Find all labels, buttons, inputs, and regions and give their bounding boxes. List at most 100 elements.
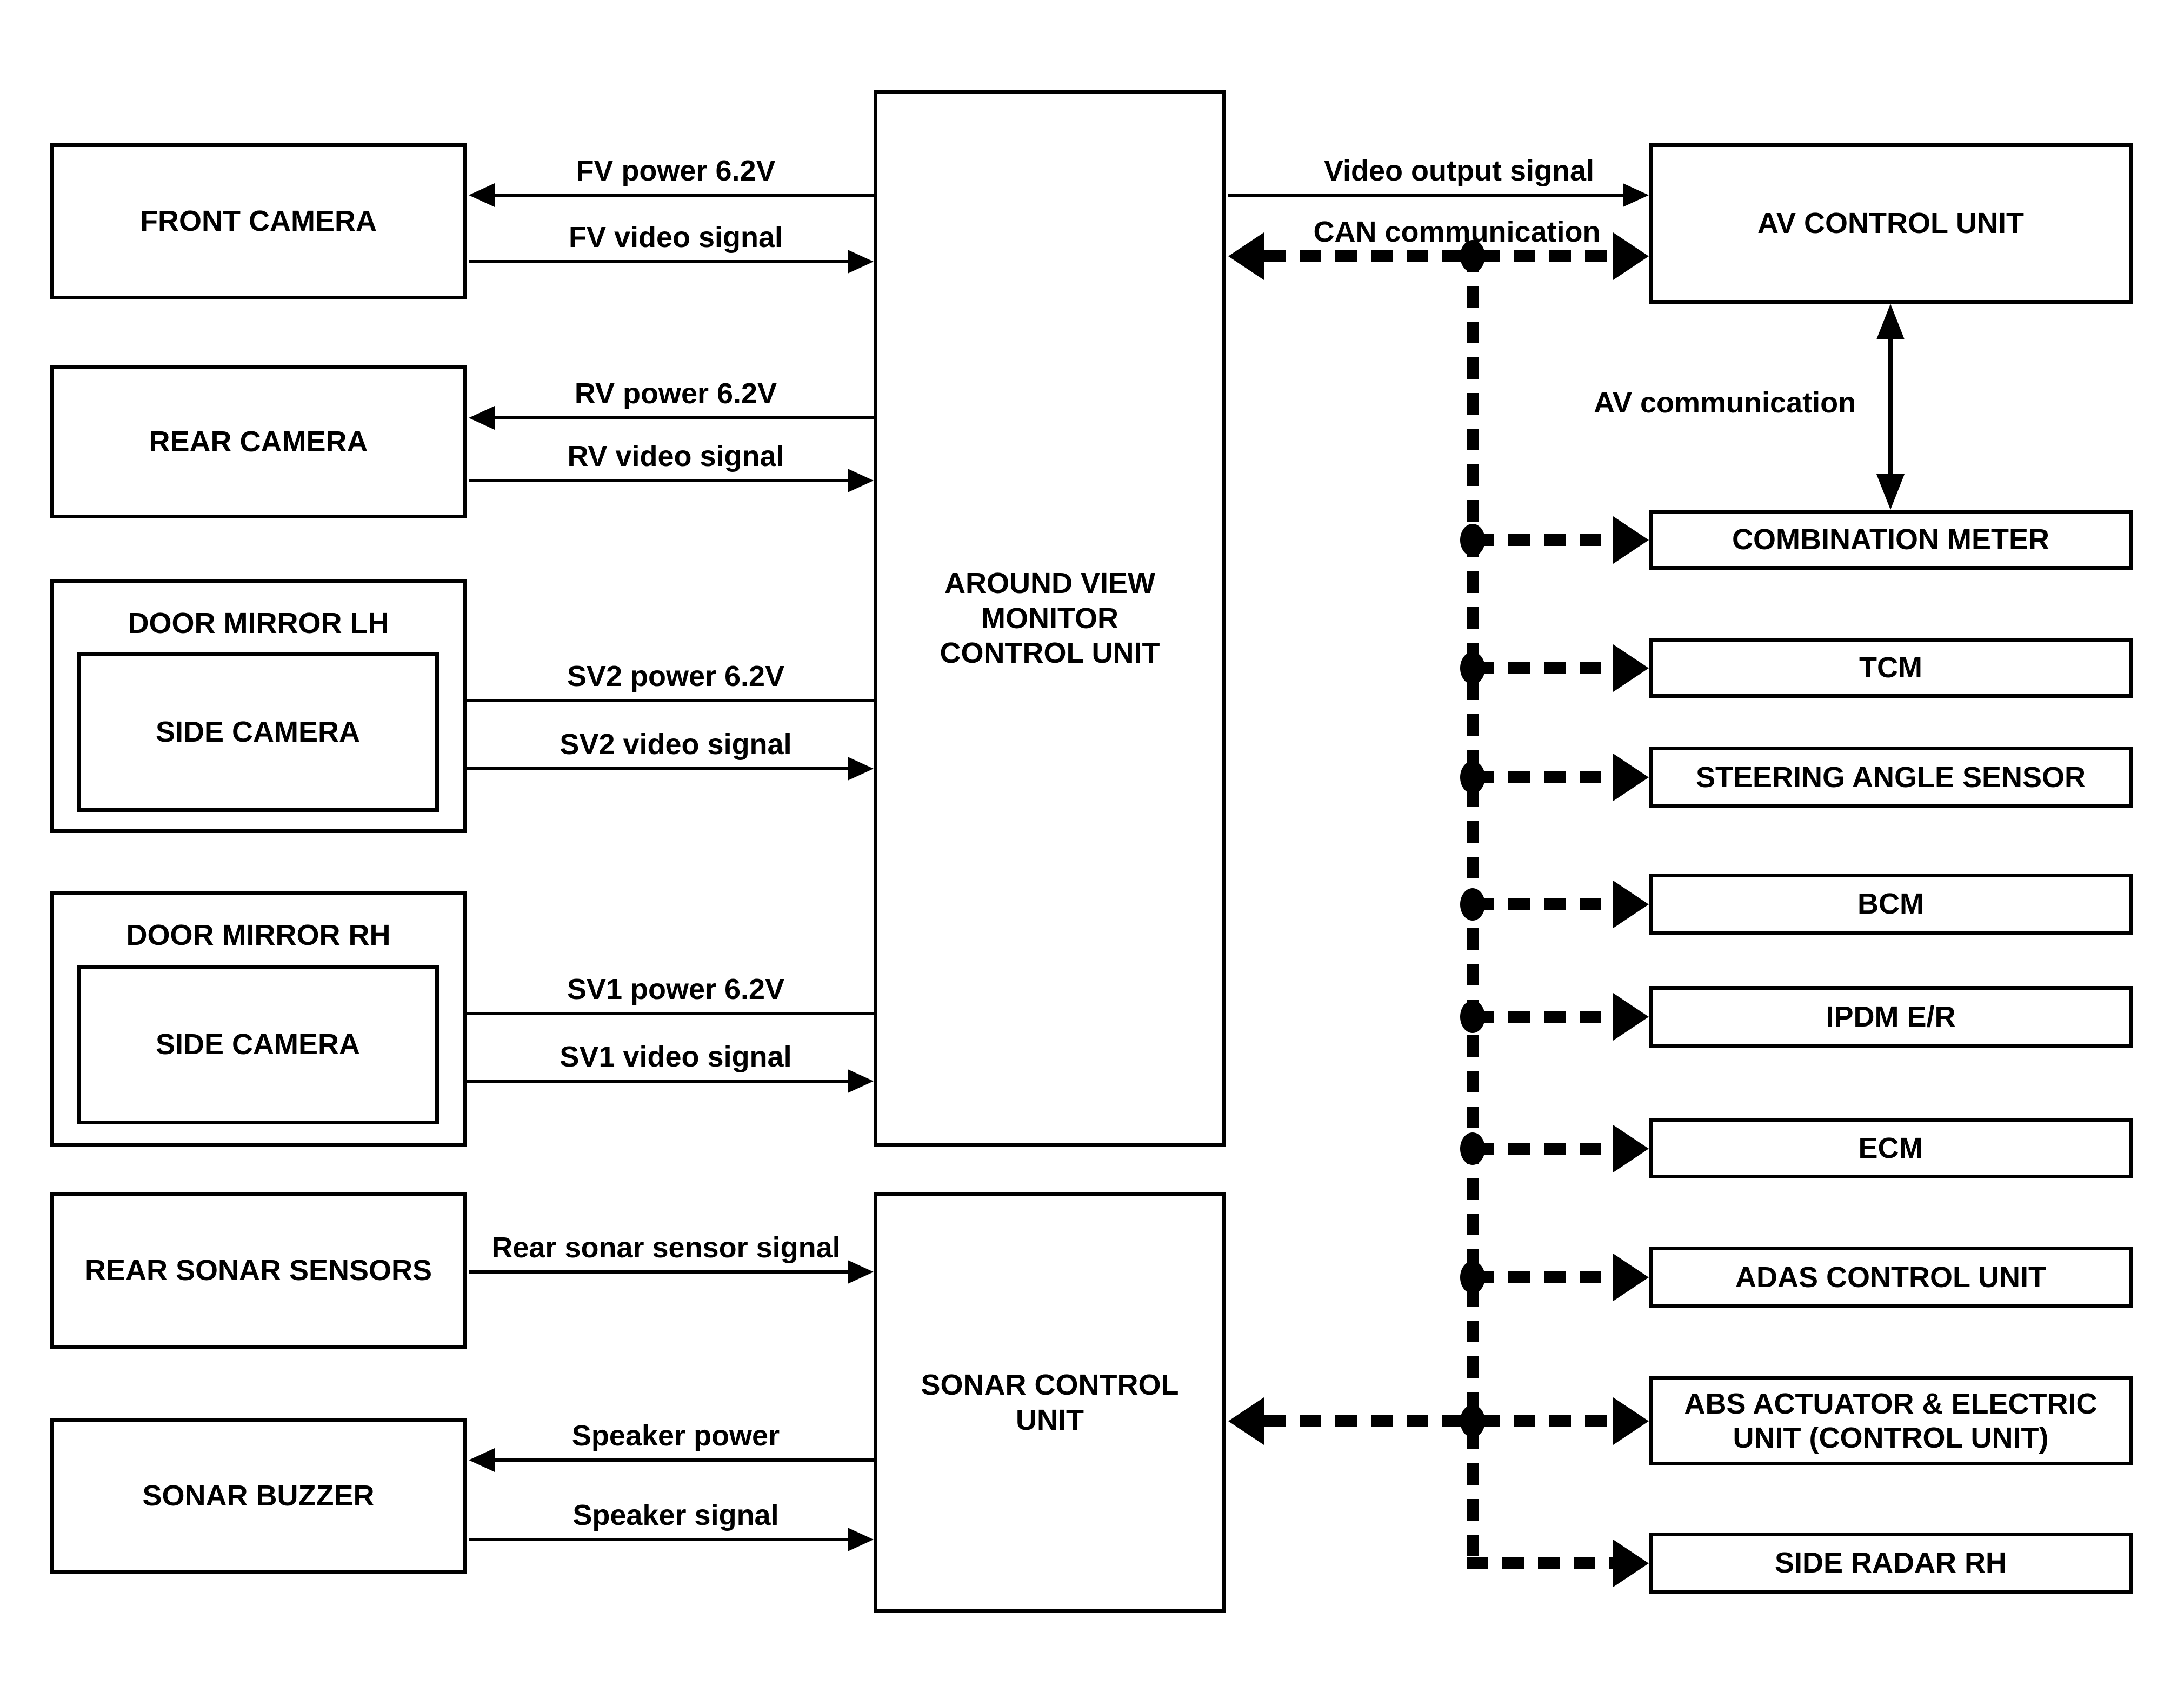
rv-power-label: RV power 6.2V <box>574 377 777 410</box>
node-front-camera-label: FRONT CAMERA <box>140 205 377 238</box>
can-bus-line <box>1264 250 1613 262</box>
av-comm-line <box>1888 335 1893 478</box>
node-rear-camera: REAR CAMERA <box>50 365 467 518</box>
junction-dot <box>1460 1132 1485 1165</box>
can-branch-steering-angle-sensor <box>1473 771 1613 783</box>
speaker-power-line <box>495 1458 874 1462</box>
node-door-mirror-rh: DOOR MIRROR RH SIDE CAMERA <box>50 891 467 1147</box>
node-av-control-unit-label: AV CONTROL UNIT <box>1757 207 2024 240</box>
sv1-video-arrowhead-icon <box>848 1069 874 1093</box>
junction-dot <box>1460 1405 1485 1437</box>
rv-video-arrowhead-icon <box>848 469 874 492</box>
node-combination-meter: COMBINATION METER <box>1649 510 2133 570</box>
rear-sonar-label: Rear sonar sensor signal <box>491 1231 841 1264</box>
can-branch-side-radar-arrowhead-icon <box>1613 1540 1649 1587</box>
node-adas-control-unit-label: ADAS CONTROL UNIT <box>1735 1261 2046 1294</box>
sv1-power-label: SV1 power 6.2V <box>567 973 785 1005</box>
rv-power-arrowhead-icon <box>469 406 495 430</box>
speaker-signal-arrowhead-icon <box>848 1528 874 1551</box>
sv1-video-label: SV1 video signal <box>560 1041 792 1073</box>
can-left-arrowhead-icon <box>1228 232 1264 280</box>
node-tcm-label: TCM <box>1859 651 1922 684</box>
sv2-power-line <box>467 699 874 702</box>
can-branch-adas-arrowhead-icon <box>1613 1254 1649 1301</box>
sv2-power-label: SV2 power 6.2V <box>567 660 785 692</box>
node-abs-actuator-electric-unit: ABS ACTUATOR & ELECTRIC UNIT (CONTROL UN… <box>1649 1376 2133 1465</box>
can-branch-side-radar <box>1467 1557 1613 1569</box>
node-rear-camera-label: REAR CAMERA <box>149 425 368 458</box>
video-output-label: Video output signal <box>1323 155 1595 187</box>
can-label: CAN communication <box>1313 216 1601 248</box>
rear-sonar-line <box>469 1270 848 1274</box>
node-bcm: BCM <box>1649 874 2133 935</box>
node-door-mirror-lh: DOOR MIRROR LH SIDE CAMERA <box>50 579 467 833</box>
can-branch-ipdm <box>1473 1011 1613 1023</box>
node-rear-sonar-sensors-label: REAR SONAR SENSORS <box>84 1254 432 1287</box>
node-ipdm-er: IPDM E/R <box>1649 986 2133 1048</box>
junction-dot <box>1460 652 1485 684</box>
sv2-video-label: SV2 video signal <box>560 728 792 761</box>
node-adas-control-unit: ADAS CONTROL UNIT <box>1649 1247 2133 1308</box>
junction-dot <box>1460 1261 1485 1294</box>
can-branch-bcm <box>1473 898 1613 910</box>
node-bcm-label: BCM <box>1857 888 1924 921</box>
can-branch-steering-angle-sensor-arrowhead-icon <box>1613 754 1649 801</box>
junction-dot <box>1460 1001 1485 1033</box>
can-branch-tcm-arrowhead-icon <box>1613 644 1649 692</box>
node-side-camera-rh-label: SIDE CAMERA <box>155 1028 361 1061</box>
node-sonar-control-unit: SONAR CONTROL UNIT <box>874 1192 1226 1613</box>
sonar-can-left-arrowhead-icon <box>1228 1397 1264 1445</box>
can-branch-adas <box>1473 1271 1613 1283</box>
node-steering-angle-sensor-label: STEERING ANGLE SENSOR <box>1695 761 2086 794</box>
can-branch-bcm-arrowhead-icon <box>1613 881 1649 928</box>
can-branch-combination-meter <box>1473 534 1613 546</box>
node-ecm-label: ECM <box>1858 1132 1923 1165</box>
av-comm-label: AV communication <box>1594 387 1856 419</box>
can-right-arrowhead-icon <box>1613 232 1649 280</box>
speaker-signal-line <box>469 1538 848 1541</box>
node-sonar-buzzer: SONAR BUZZER <box>50 1418 467 1574</box>
node-side-radar-rh-label: SIDE RADAR RH <box>1774 1547 2007 1580</box>
can-branch-combination-meter-arrowhead-icon <box>1613 516 1649 564</box>
sv2-video-arrowhead-icon <box>848 757 874 781</box>
node-side-camera-rh: SIDE CAMERA <box>77 965 439 1124</box>
junction-dot <box>1460 761 1485 794</box>
node-ipdm-er-label: IPDM E/R <box>1826 1000 1956 1033</box>
node-side-camera-lh: SIDE CAMERA <box>77 652 439 812</box>
can-branch-ipdm-arrowhead-icon <box>1613 993 1649 1041</box>
sv1-power-line <box>467 1012 874 1015</box>
junction-dot <box>1460 240 1485 272</box>
junction-dot <box>1460 888 1485 921</box>
node-combination-meter-label: COMBINATION METER <box>1732 523 2049 556</box>
speaker-signal-label: Speaker signal <box>572 1499 779 1531</box>
rv-power-line <box>495 416 874 419</box>
rv-video-line <box>469 479 848 482</box>
fv-video-line <box>469 260 848 263</box>
node-rear-sonar-sensors: REAR SONAR SENSORS <box>50 1192 467 1349</box>
node-side-radar-rh: SIDE RADAR RH <box>1649 1533 2133 1594</box>
sonar-can-line <box>1264 1415 1613 1427</box>
av-comm-up-arrowhead-icon <box>1876 304 1905 339</box>
can-branch-tcm <box>1473 662 1613 674</box>
sv1-video-line <box>441 1080 848 1083</box>
node-sonar-control-unit-label: SONAR CONTROL UNIT <box>921 1369 1179 1436</box>
junction-dot <box>1460 524 1485 556</box>
speaker-power-arrowhead-icon <box>469 1448 495 1472</box>
node-av-control-unit: AV CONTROL UNIT <box>1649 143 2133 304</box>
node-tcm: TCM <box>1649 638 2133 698</box>
speaker-power-label: Speaker power <box>571 1420 780 1452</box>
fv-video-label: FV video signal <box>568 221 783 254</box>
sv2-video-line <box>441 767 848 770</box>
rv-video-label: RV video signal <box>567 440 784 472</box>
node-side-camera-lh-label: SIDE CAMERA <box>155 715 361 748</box>
node-abs-actuator-electric-unit-label: ABS ACTUATOR & ELECTRIC UNIT (CONTROL UN… <box>1684 1388 2098 1454</box>
node-avm-control-unit-label: AROUND VIEW MONITOR CONTROL UNIT <box>940 567 1160 670</box>
node-front-camera: FRONT CAMERA <box>50 143 467 299</box>
video-output-line <box>1228 194 1623 197</box>
node-avm-control-unit: AROUND VIEW MONITOR CONTROL UNIT <box>874 90 1226 1147</box>
node-ecm: ECM <box>1649 1118 2133 1178</box>
fv-power-line <box>495 194 874 197</box>
can-branch-ecm <box>1473 1143 1613 1155</box>
can-branch-ecm-arrowhead-icon <box>1613 1125 1649 1172</box>
